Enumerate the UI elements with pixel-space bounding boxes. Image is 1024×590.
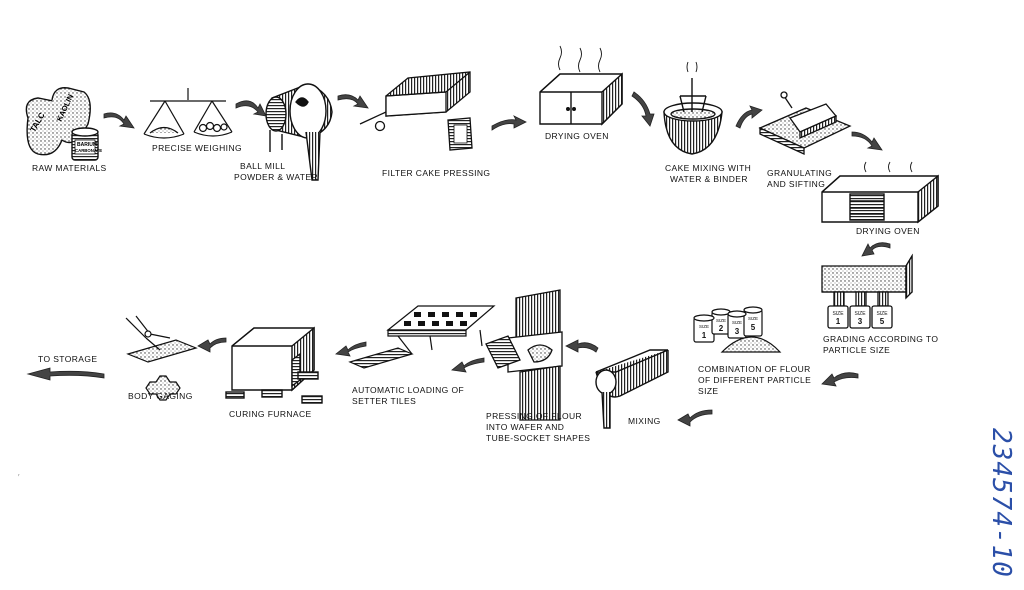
label-storage: TO STORAGE [38, 354, 97, 364]
press-icon [486, 290, 562, 420]
arrow-7 [852, 132, 882, 150]
combo-size-word-1: SIZE [699, 324, 709, 329]
drying-oven-1-icon [540, 46, 622, 124]
arrow-8 [862, 243, 890, 256]
label-loading-1: AUTOMATIC LOADING OF [352, 385, 464, 395]
arrow-10 [678, 410, 712, 426]
granulator-icon [760, 92, 850, 154]
label-raw-materials: RAW MATERIALS [32, 163, 107, 173]
grading-size-num-3: 5 [880, 317, 885, 326]
combo-size-num-4: 5 [751, 323, 756, 332]
arrow-4 [492, 116, 526, 130]
combo-size-num-2: 2 [719, 324, 724, 333]
stray-mark: ′ [18, 473, 20, 482]
label-gaging: BODY GAGING [128, 391, 193, 401]
grading-size-num-2: 3 [858, 317, 863, 326]
cake-mixer-icon [664, 62, 722, 154]
label-grading-2: PARTICLE SIZE [823, 345, 890, 355]
setter-loader-icon [350, 306, 494, 368]
combo-size-num-3: 3 [735, 327, 740, 336]
label-drying-oven-1: DRYING OVEN [545, 131, 609, 141]
label-pressing-2: INTO WAFER AND [486, 422, 564, 432]
label-pressing-1: PRESSING OF FLOUR [486, 411, 582, 421]
label-granulating-2: AND SIFTING [767, 179, 825, 189]
label-combination-1: COMBINATION OF FLOUR [698, 364, 811, 374]
drying-oven-2-icon [822, 162, 938, 222]
bag-label-barium-2: CARBONATE [75, 148, 102, 153]
arrow-storage [28, 368, 104, 380]
arrow-12 [452, 358, 484, 372]
arrow-5 [632, 92, 654, 126]
arrow-3 [338, 95, 368, 108]
arrow-14 [198, 338, 226, 352]
label-filter-cake: FILTER CAKE PRESSING [382, 168, 490, 178]
arrow-13 [336, 342, 366, 356]
combo-size-word-2: SIZE [716, 318, 726, 323]
archive-stamp: 234574-10 [968, 430, 1024, 580]
label-combination-3: SIZE [698, 386, 719, 396]
label-pressing-3: TUBE-SOCKET SHAPES [486, 433, 590, 443]
label-cake-mixing-2: WATER & BINDER [670, 174, 748, 184]
combo-size-num-1: 1 [702, 331, 707, 340]
label-ball-mill-2: POWDER & WATER [234, 172, 318, 182]
combo-size-word-3: SIZE [732, 320, 742, 325]
label-combination-2: OF DIFFERENT PARTICLE [698, 375, 811, 385]
arrow-2 [236, 101, 266, 116]
arrow-1 [104, 113, 134, 128]
label-precise-weighing: PRECISE WEIGHING [152, 143, 242, 153]
label-curing: CURING FURNACE [229, 409, 312, 419]
filter-press-icon [360, 72, 472, 150]
curing-furnace-icon [226, 328, 322, 403]
label-mixing: MIXING [628, 416, 661, 426]
label-drying-oven-2: DRYING OVEN [856, 226, 920, 236]
label-ball-mill-1: BALL MILL [240, 161, 285, 171]
arrow-6 [736, 106, 762, 128]
label-loading-2: SETTER TILES [352, 396, 416, 406]
archive-stamp-text: 234574-10 [986, 428, 1016, 578]
label-granulating-1: GRANULATING [767, 168, 832, 178]
label-grading-1: GRADING ACCORDING TO [823, 334, 938, 344]
grading-size-num-1: 1 [836, 317, 841, 326]
label-cake-mixing-1: CAKE MIXING WITH [665, 163, 751, 173]
arrow-11 [566, 340, 598, 352]
scale-icon [144, 88, 232, 138]
arrow-9 [822, 373, 858, 386]
caliper-gage-icon [126, 316, 196, 400]
combo-size-word-4: SIZE [748, 316, 758, 321]
